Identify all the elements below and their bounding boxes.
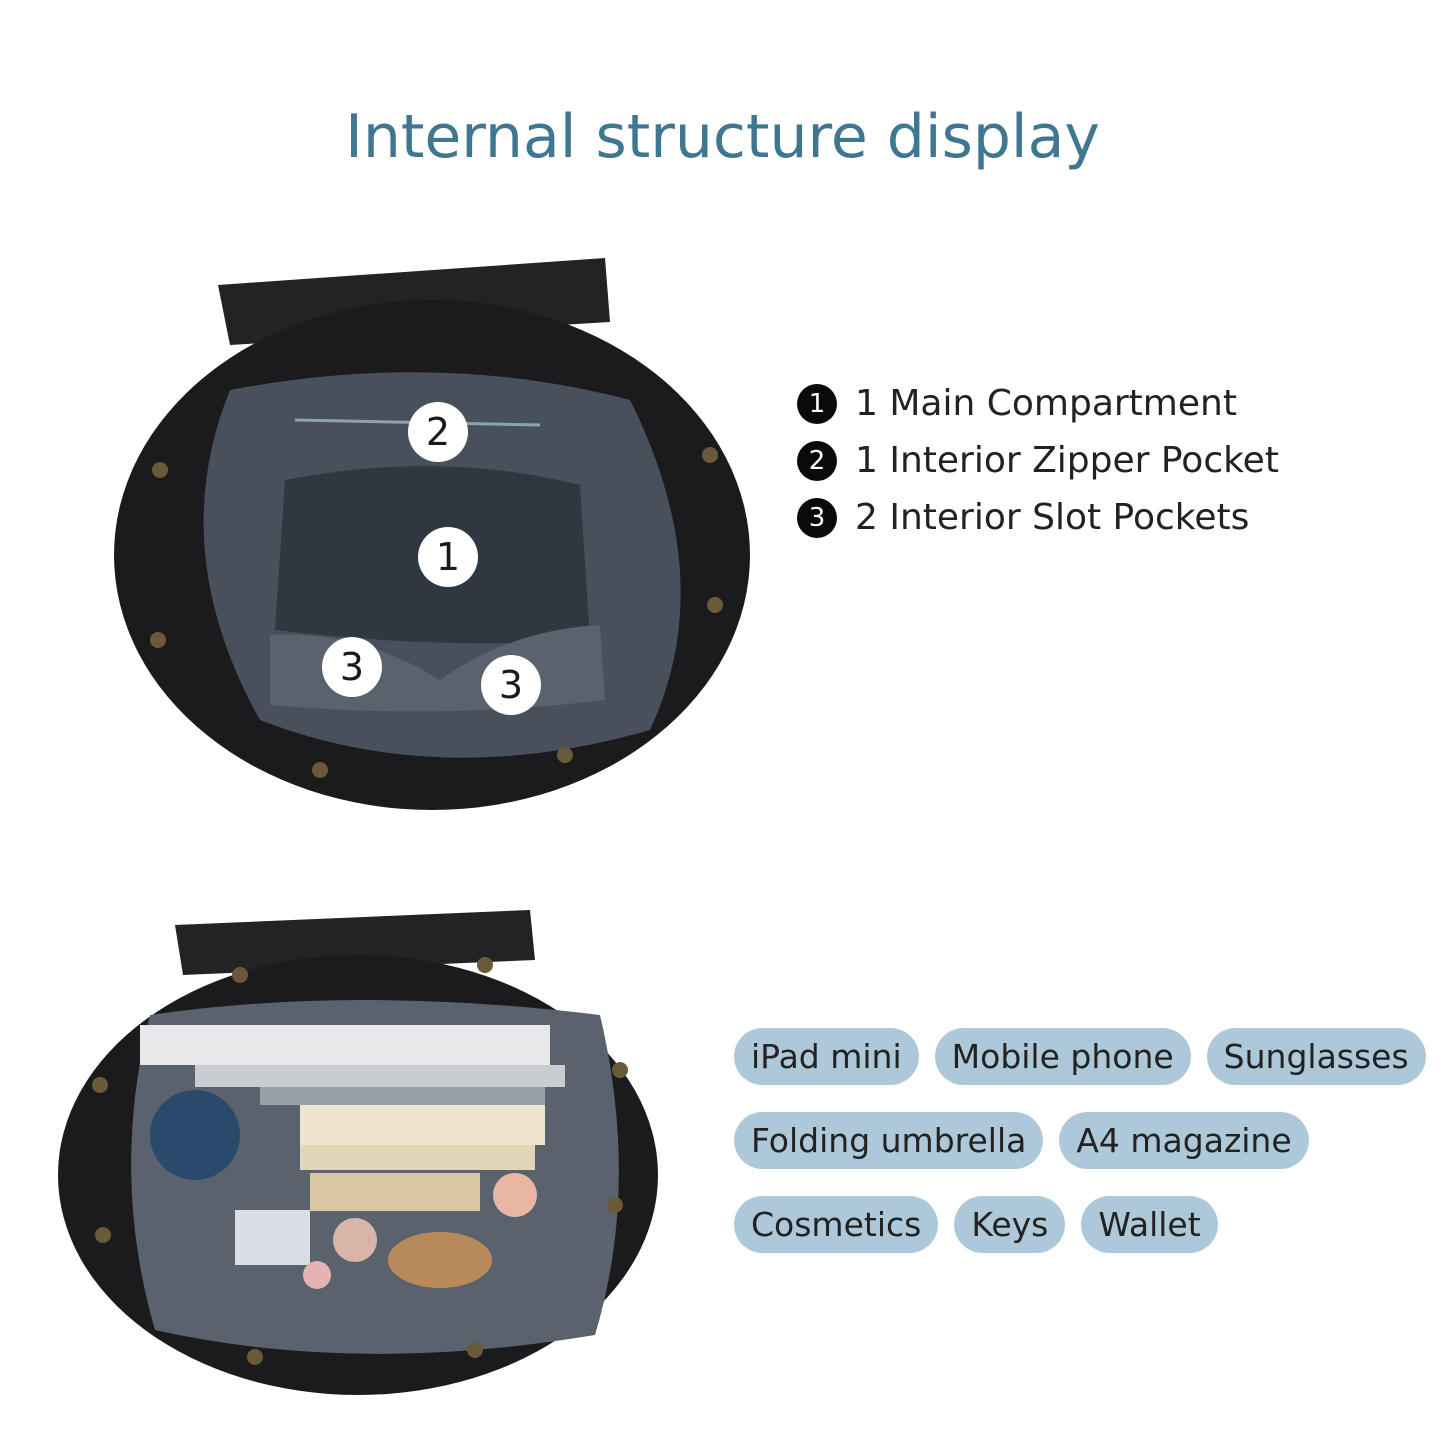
marker-slot-pocket-right: 3 <box>481 655 541 715</box>
compact <box>388 1232 492 1288</box>
tag: Folding umbrella <box>734 1112 1044 1169</box>
book <box>300 1105 545 1145</box>
marker-slot-pocket-left: 3 <box>322 637 382 697</box>
page-title: Internal structure display <box>345 102 1100 172</box>
backpack-packed-photo <box>55 905 665 1400</box>
tag-row: iPad mini Mobile phone Sunglasses <box>734 1028 1434 1085</box>
backpack-interior-illustration: 2 1 3 3 <box>114 258 750 810</box>
feature-text: 1 Main Compartment <box>855 383 1237 424</box>
marker-label: 2 <box>426 410 450 454</box>
feature-list: 1 1 Main Compartment 2 1 Interior Zipper… <box>797 375 1417 546</box>
tag: iPad mini <box>734 1028 919 1085</box>
book-spine <box>300 1145 535 1170</box>
tag: Keys <box>954 1196 1066 1253</box>
feature-item: 2 1 Interior Zipper Pocket <box>797 432 1417 489</box>
number-badge: 2 <box>797 440 837 481</box>
cosmetic <box>493 1173 537 1217</box>
number-badge: 1 <box>797 383 837 424</box>
feature-text: 1 Interior Zipper Pocket <box>855 440 1279 481</box>
tag: A4 magazine <box>1059 1112 1309 1169</box>
tag-row: Folding umbrella A4 magazine <box>734 1112 1434 1169</box>
backpack-interior-photo: 2 1 3 3 <box>110 250 750 820</box>
tag: Cosmetics <box>734 1196 939 1253</box>
magazine <box>140 1025 550 1065</box>
feature-item: 3 2 Interior Slot Pockets <box>797 489 1417 546</box>
marker-zipper-pocket: 2 <box>408 402 468 462</box>
wallet <box>310 1173 480 1211</box>
feature-text: 2 Interior Slot Pockets <box>855 497 1250 538</box>
tablet <box>195 1065 565 1087</box>
number-badge: 3 <box>797 497 837 538</box>
backpack-packed-illustration <box>58 910 658 1395</box>
cosmetic-box <box>235 1210 310 1265</box>
tag-row: Cosmetics Keys Wallet <box>734 1196 1434 1253</box>
tag: Sunglasses <box>1206 1028 1426 1085</box>
marker-main-compartment: 1 <box>418 527 478 587</box>
tag: Mobile phone <box>934 1028 1191 1085</box>
bag-flap <box>175 910 535 975</box>
tag: Wallet <box>1081 1196 1218 1253</box>
marker-label: 3 <box>499 663 523 707</box>
marker-label: 1 <box>436 535 460 579</box>
phone <box>260 1087 545 1105</box>
capacity-tags: iPad mini Mobile phone Sunglasses Foldin… <box>734 1028 1434 1280</box>
cosmetic-jar <box>333 1218 377 1262</box>
marker-label: 3 <box>340 645 364 689</box>
cup <box>150 1090 240 1180</box>
lip-balm <box>303 1261 331 1289</box>
feature-item: 1 1 Main Compartment <box>797 375 1417 432</box>
